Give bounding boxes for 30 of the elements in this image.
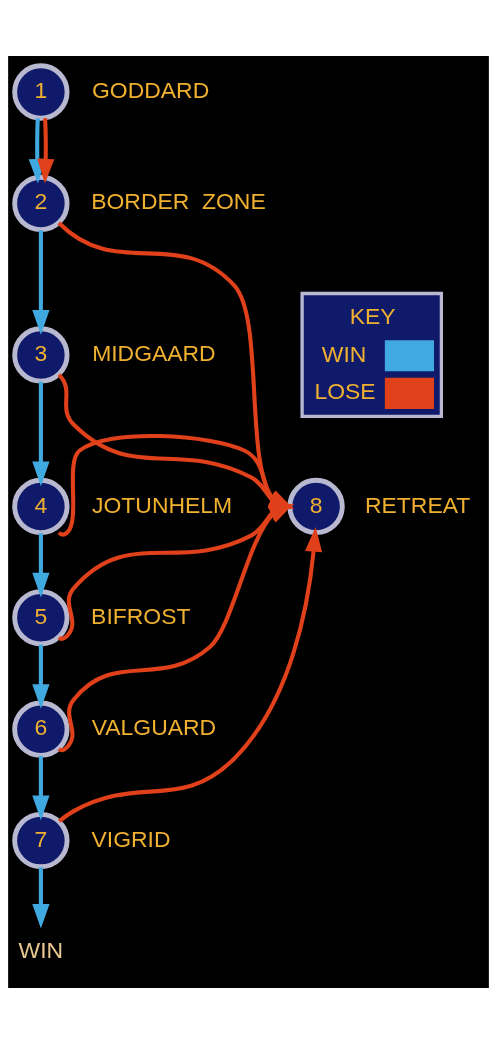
node-label: VIGRID xyxy=(91,825,171,852)
arrow xyxy=(32,533,50,598)
node-label: RETREAT xyxy=(364,491,471,518)
node-circle: 3 xyxy=(12,326,70,384)
arrow xyxy=(37,118,55,184)
node-circle: 8 xyxy=(287,477,345,536)
arrow xyxy=(32,644,50,709)
node-label: GODDARD xyxy=(92,77,210,104)
arrow xyxy=(32,381,50,487)
node-circle: 1 xyxy=(12,63,70,121)
node-circle: 4 xyxy=(12,477,70,536)
node-circle: 2 xyxy=(12,174,70,233)
arrow xyxy=(32,230,50,335)
arrow xyxy=(57,373,294,509)
node-circle: 6 xyxy=(12,700,70,758)
node-label: BIFROST xyxy=(91,602,191,629)
label: KEY xyxy=(349,303,396,330)
legend-label: LOSE xyxy=(314,378,376,405)
arrow xyxy=(57,221,294,510)
node-text: WIN xyxy=(18,937,64,964)
node-label: MIDGAARD xyxy=(92,339,216,366)
node-label: BORDER ZONE xyxy=(91,188,266,215)
node-circle: 7 xyxy=(12,811,70,870)
arrow xyxy=(32,755,50,821)
arrow xyxy=(58,527,323,823)
node-circle: 5 xyxy=(12,589,70,647)
node-label: VALGUARD xyxy=(91,714,217,741)
node-label: JOTUNHELM xyxy=(92,491,233,518)
legend-label: WIN xyxy=(321,340,367,367)
arrow xyxy=(32,867,50,929)
